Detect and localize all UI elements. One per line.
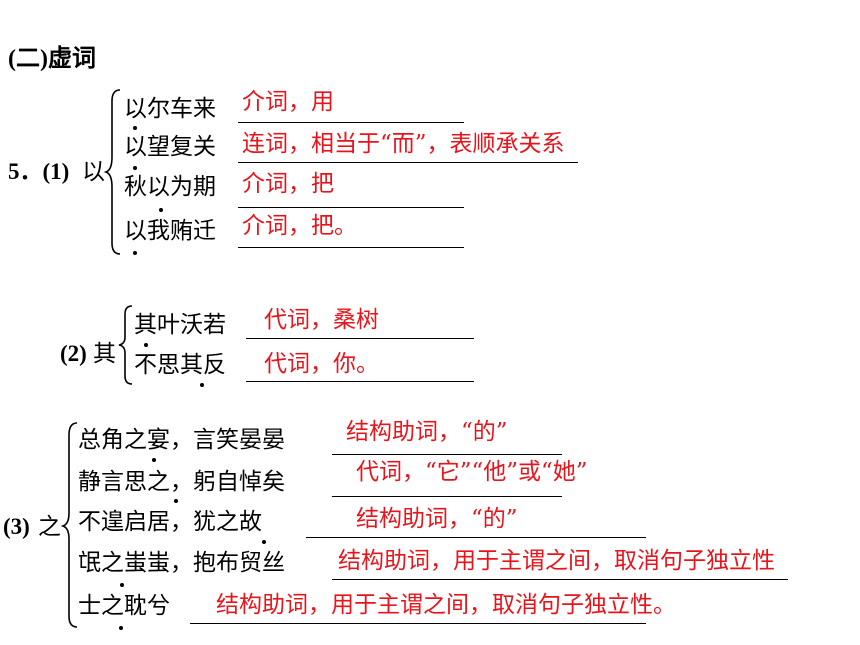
answer-underline	[238, 122, 464, 123]
answer-text: 结构助词，用于主谓之间，取消句子独立性。	[216, 592, 676, 618]
question-sentence: 以尔车来	[124, 96, 216, 122]
answer-text: 结构助词，“的”	[356, 506, 518, 532]
question-sentence: 不遑启居，犹之故	[78, 509, 262, 535]
emphasis-dot	[144, 343, 148, 347]
emphasis-dot	[120, 583, 124, 587]
item-number-5-1: 5．(1)	[8, 159, 70, 184]
item-char-qi: 其	[93, 341, 116, 367]
emphasis-dot	[119, 626, 123, 630]
brace-icon	[103, 89, 121, 255]
answer-text: 代词，“它”“他”或“她”	[356, 459, 588, 485]
emphasis-dot	[133, 166, 137, 170]
question-sentence: 静言思之，躬自悼矣	[78, 469, 285, 495]
answer-text: 介词，把。	[242, 213, 357, 239]
question-sentence: 秋以为期	[124, 174, 216, 200]
item-char-zhi: 之	[38, 514, 61, 540]
answer-underline	[238, 162, 578, 163]
answer-text: 连词，相当于“而”，表顺承关系	[242, 131, 565, 157]
question-sentence: 士之耽兮	[78, 593, 170, 619]
emphasis-dot	[133, 251, 137, 255]
answer-text: 介词，用	[242, 89, 334, 115]
question-sentence: 其叶沃若	[134, 312, 226, 338]
item-number-2: (2)	[60, 341, 87, 366]
answer-underline	[332, 496, 562, 497]
question-sentence: 氓之蚩蚩，抱布贸丝	[78, 550, 285, 576]
emphasis-dot	[262, 540, 266, 544]
item-number-3: (3)	[3, 514, 30, 539]
answer-text: 结构助词，用于主谓之间，取消句子独立性	[338, 548, 775, 574]
answer-underline	[332, 454, 562, 455]
item-char-yi: 以	[82, 159, 105, 185]
brace-icon	[118, 305, 133, 385]
answer-underline	[238, 247, 464, 248]
answer-underline	[246, 381, 474, 382]
emphasis-dot	[159, 208, 163, 212]
answer-underline	[190, 623, 646, 624]
question-sentence: 不思其反	[134, 352, 226, 378]
emphasis-dot	[152, 458, 156, 462]
answer-text: 代词，你。	[264, 351, 379, 377]
emphasis-dot	[174, 499, 178, 503]
answer-text: 代词，桑树	[264, 307, 379, 333]
answer-text: 介词，把	[242, 171, 334, 197]
brace-icon	[60, 422, 78, 628]
emphasis-dot	[133, 126, 137, 130]
question-sentence: 以望复关	[124, 134, 216, 160]
section-title: (二)虚词	[8, 46, 96, 72]
emphasis-dot	[200, 383, 204, 387]
question-sentence: 以我贿迁	[124, 218, 216, 244]
answer-underline	[306, 537, 646, 538]
answer-underline	[238, 207, 464, 208]
answer-underline	[332, 579, 788, 580]
answer-underline	[246, 338, 474, 339]
answer-text: 结构助词，“的”	[346, 419, 508, 445]
question-sentence: 总角之宴，言笑晏晏	[78, 427, 285, 453]
